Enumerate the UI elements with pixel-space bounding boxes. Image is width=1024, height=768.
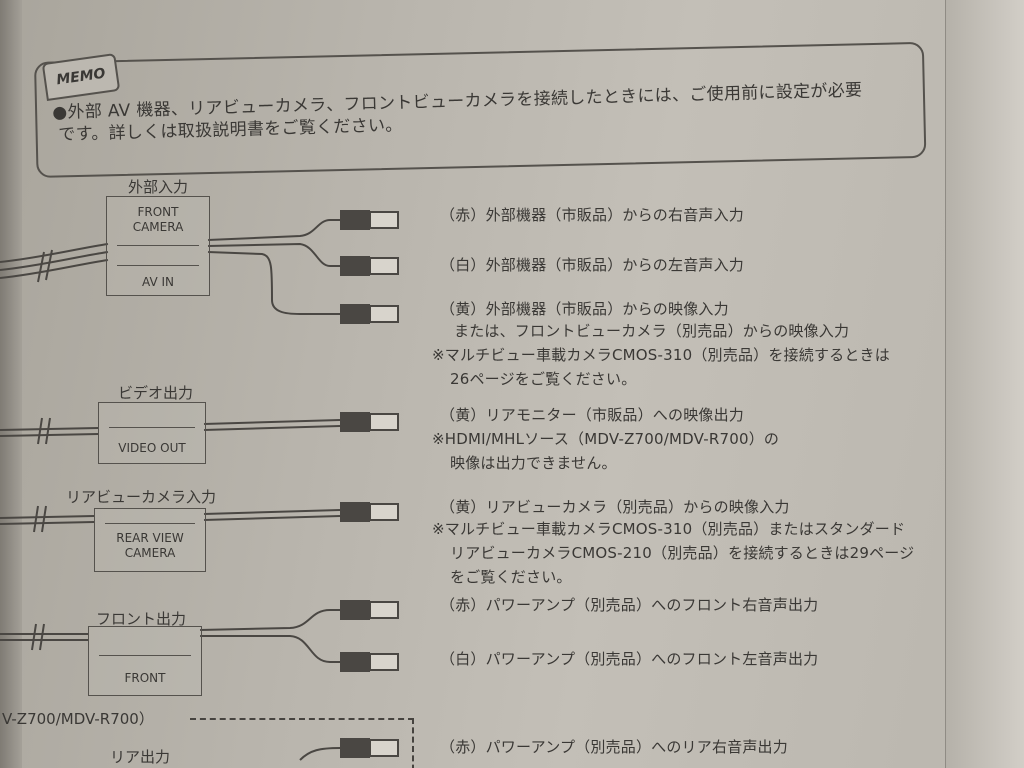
front-out-box: FRONT <box>88 626 202 696</box>
dashed-boundary <box>190 718 414 768</box>
rca-connectors <box>340 210 399 758</box>
rear-camera-title: リアビューカメラ入力 <box>66 488 217 506</box>
video-output-title: ビデオ出力 <box>118 384 194 402</box>
rear-camera-box: REAR VIEW CAMERA <box>94 508 206 572</box>
external-input-box: FRONT CAMERA AV IN <box>106 196 210 296</box>
rear-camera-note3: をご覧ください。 <box>450 568 572 586</box>
right-page-edge <box>945 0 1024 768</box>
rear-camera-desc: （黄）リアビューカメラ（別売品）からの映像入力 <box>440 498 790 516</box>
ext-red-desc: （赤）外部機器（市販品）からの右音声入力 <box>440 206 745 224</box>
video-out-note2: 映像は出力できません。 <box>450 454 617 472</box>
ext-yellow-desc: （黄）外部機器（市販品）からの映像入力 <box>440 300 729 318</box>
external-input-title: 外部入力 <box>128 178 189 196</box>
video-out-desc: （黄）リアモニター（市販品）への映像出力 <box>440 406 745 424</box>
video-out-label: VIDEO OUT <box>118 441 186 455</box>
rear-red-desc: （赤）パワーアンプ（別売品）へのリア右音声出力 <box>440 738 788 756</box>
left-page-edge <box>0 0 22 768</box>
ext-white-desc: （白）外部機器（市販品）からの左音声入力 <box>440 256 745 274</box>
ext-yellow-desc2: または、フロントビューカメラ（別売品）からの映像入力 <box>454 322 850 340</box>
front-label: FRONT <box>124 671 166 685</box>
rear-output-title: リア出力 <box>110 748 171 766</box>
front-output-title: フロント出力 <box>96 610 187 628</box>
rear-camera-note2: リアビューカメラCMOS-210（別売品）を接続するときは29ページ <box>450 544 915 562</box>
front-white-desc: （白）パワーアンプ（別売品）へのフロント左音声出力 <box>440 650 819 668</box>
video-out-box: VIDEO OUT <box>98 402 206 464</box>
front-camera-label: FRONT CAMERA <box>132 205 184 234</box>
rear-view-camera-label: REAR VIEW CAMERA <box>116 531 184 560</box>
ext-note2: 26ページをご覧ください。 <box>450 370 637 388</box>
rear-camera-note1: ※マルチビュー車載カメラCMOS-310（別売品）またはスタンダード <box>432 520 906 538</box>
rear-out-model-note: V-Z700/MDV-R700） <box>2 710 154 728</box>
video-out-note1: ※HDMI/MHLソース（MDV-Z700/MDV-R700）の <box>432 430 780 448</box>
ext-note1: ※マルチビュー車載カメラCMOS-310（別売品）を接続するときは <box>432 346 890 364</box>
front-red-desc: （赤）パワーアンプ（別売品）へのフロント右音声出力 <box>440 596 819 614</box>
av-in-label: AV IN <box>142 275 174 289</box>
